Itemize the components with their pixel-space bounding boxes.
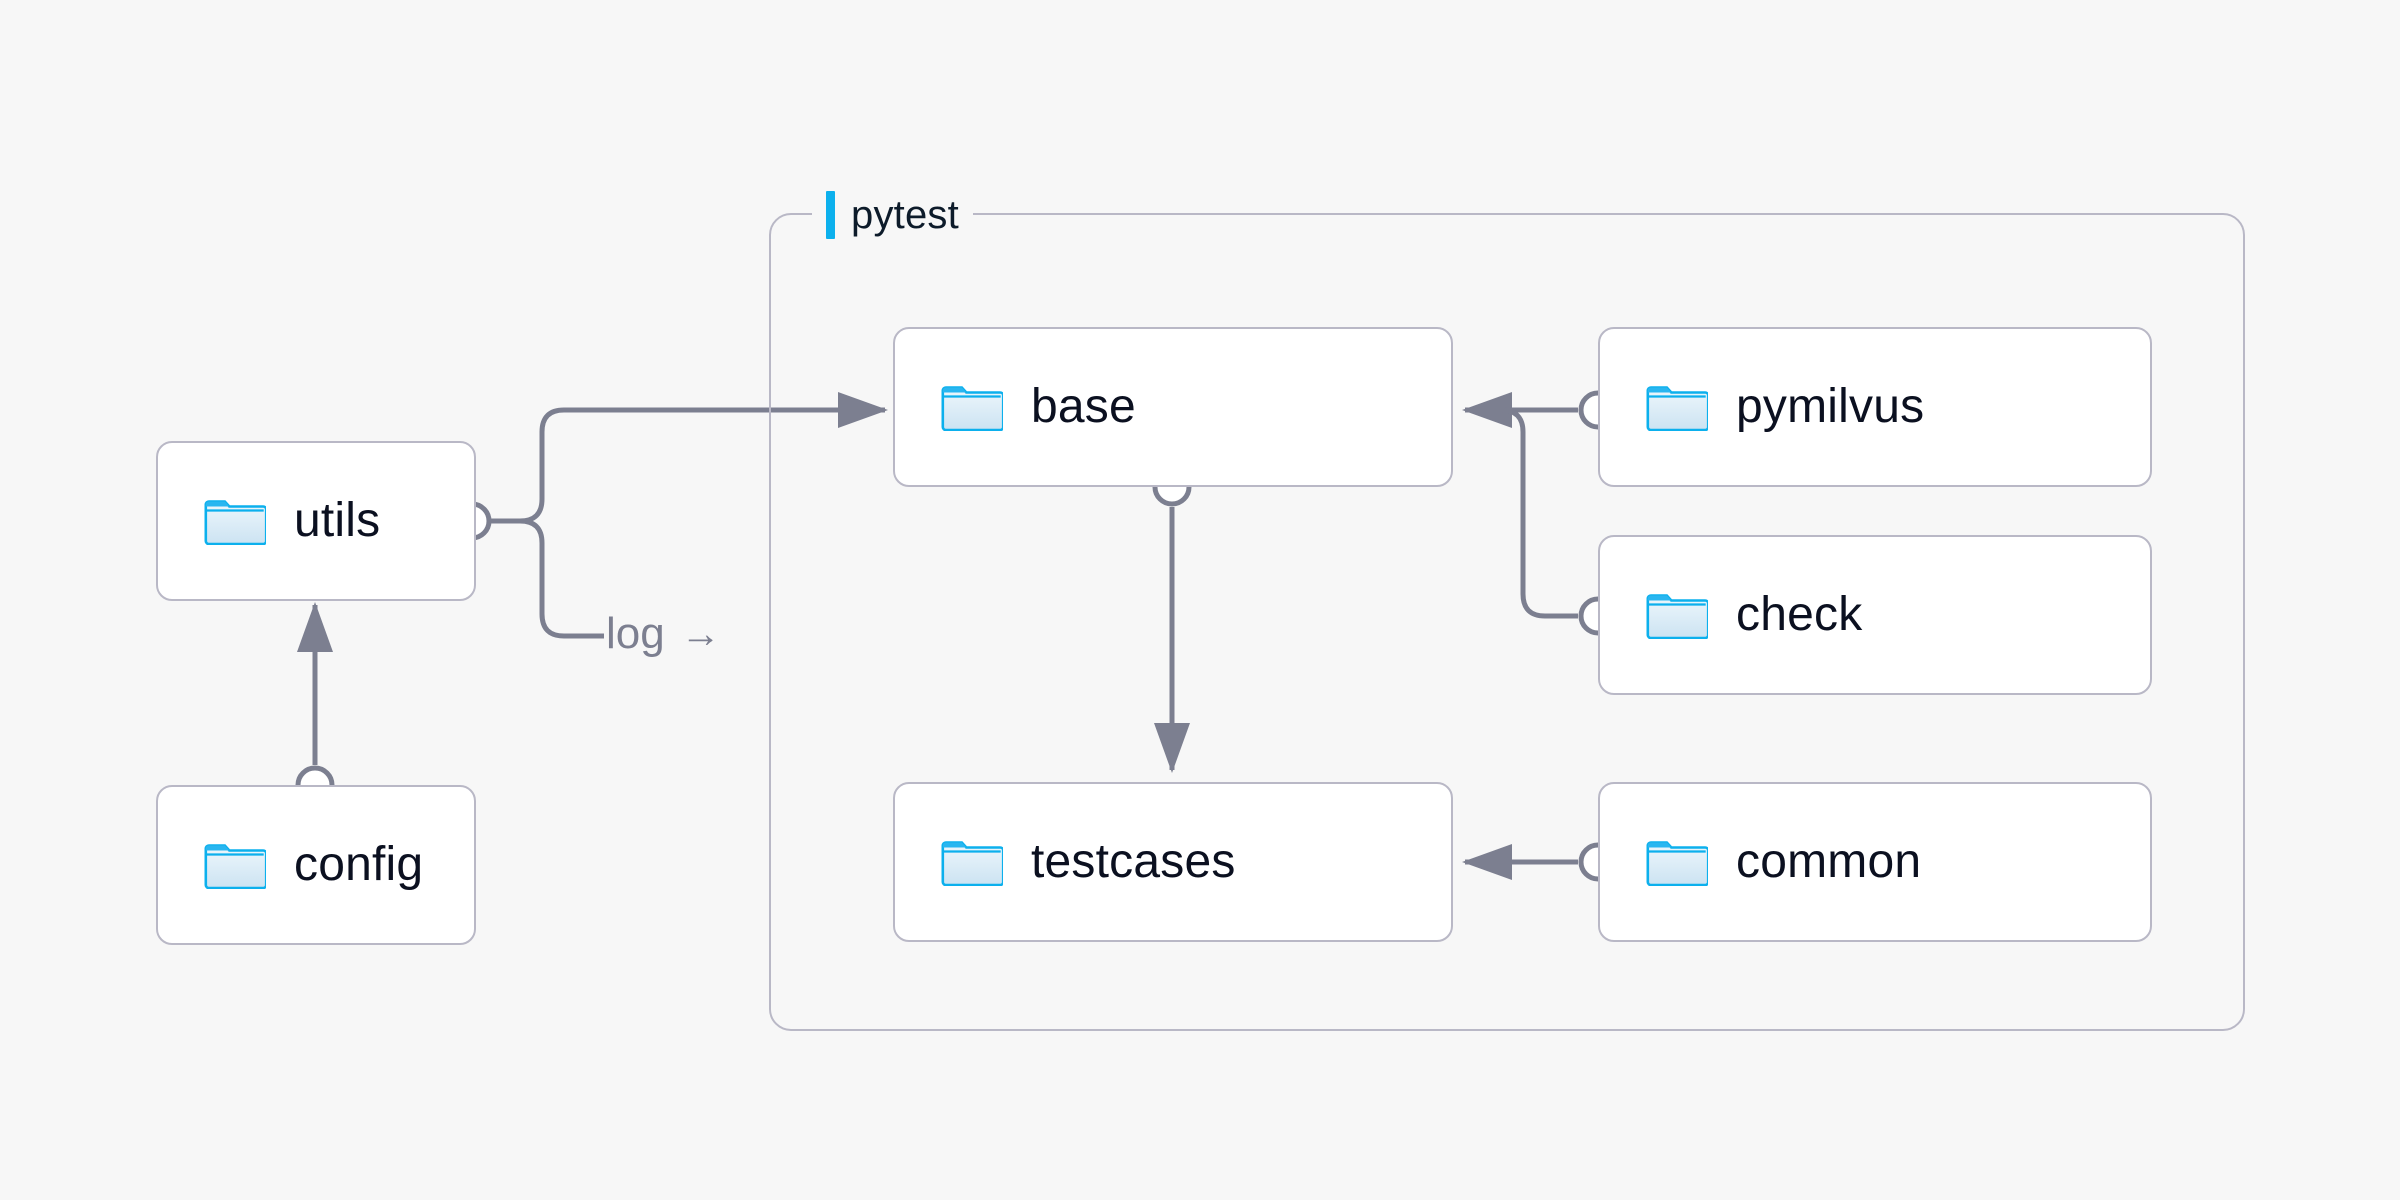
node-base[interactable]: base <box>893 327 1453 487</box>
folder-icon <box>204 844 266 889</box>
node-label-config: config <box>294 838 424 891</box>
node-pymilvus[interactable]: pymilvus <box>1598 327 2152 487</box>
edge-label-log-text: log <box>606 609 665 658</box>
folder-icon <box>1646 386 1708 431</box>
node-check[interactable]: check <box>1598 535 2152 695</box>
edge-utils-log <box>519 518 604 639</box>
edge-label-log: log → <box>606 612 721 656</box>
edge-config-utils <box>295 601 335 805</box>
group-label-text: pytest <box>851 193 959 237</box>
node-testcases[interactable]: testcases <box>893 782 1453 942</box>
folder-icon <box>1646 841 1708 886</box>
group-accent-bar <box>826 191 835 239</box>
node-label-utils: utils <box>294 494 381 547</box>
node-label-pymilvus: pymilvus <box>1736 380 1925 433</box>
node-config[interactable]: config <box>156 785 476 945</box>
node-utils[interactable]: utils <box>156 441 476 601</box>
node-label-base: base <box>1031 380 1136 433</box>
node-label-common: common <box>1736 835 1922 888</box>
folder-icon <box>941 386 1003 431</box>
pytest-group-label: pytest <box>812 187 973 243</box>
pytest-group-container <box>769 213 2245 1031</box>
folder-icon <box>204 500 266 545</box>
node-common[interactable]: common <box>1598 782 2152 942</box>
node-label-check: check <box>1736 588 1863 641</box>
folder-icon <box>941 841 1003 886</box>
node-label-testcases: testcases <box>1031 835 1236 888</box>
arrow-right-icon: → <box>680 612 721 656</box>
folder-icon <box>1646 594 1708 639</box>
